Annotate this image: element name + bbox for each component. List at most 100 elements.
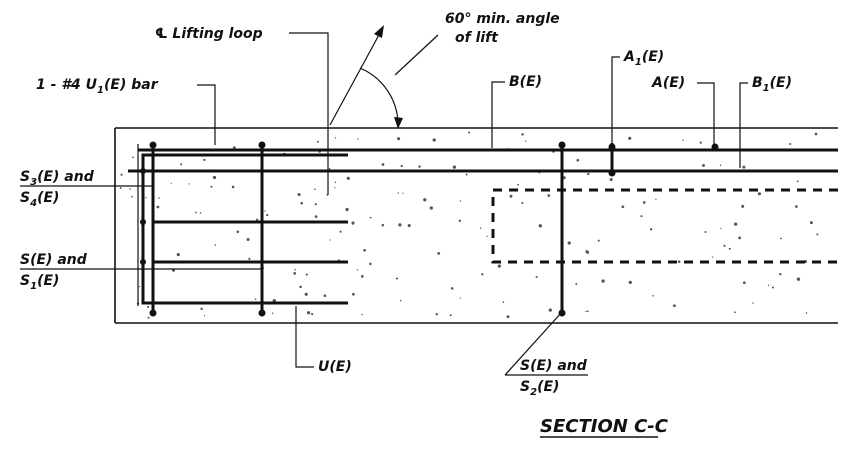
concrete-speck	[481, 273, 484, 276]
concrete-speck	[576, 158, 580, 162]
concrete-speck	[395, 277, 398, 280]
concrete-speck	[621, 205, 625, 209]
concrete-speck	[597, 239, 600, 242]
concrete-speck	[628, 136, 632, 140]
concrete-speck	[757, 192, 761, 196]
concrete-speck	[585, 250, 589, 254]
concrete-speck	[307, 311, 311, 315]
concrete-speck	[628, 280, 632, 285]
concrete-speck	[334, 187, 336, 189]
concrete-speck	[129, 188, 131, 190]
concrete-speck	[452, 165, 457, 169]
concrete-speck	[328, 167, 331, 170]
concrete-speck	[176, 253, 180, 257]
concrete-speck	[432, 138, 436, 142]
angle-label-line2: of lift	[455, 30, 499, 46]
concrete-speck	[272, 298, 276, 303]
concrete-speck	[203, 158, 206, 162]
concrete-speck	[314, 188, 316, 190]
concrete-speck	[203, 315, 206, 317]
concrete-speck	[642, 201, 646, 204]
concrete-speck	[805, 312, 808, 314]
concrete-speck	[369, 216, 372, 219]
concrete-speck	[147, 316, 150, 319]
concrete-speck	[449, 314, 452, 317]
concrete-speck	[402, 192, 404, 195]
concrete-speck	[400, 164, 403, 168]
concrete-speck	[199, 212, 202, 214]
concrete-speck	[816, 233, 819, 236]
concrete-speck	[547, 194, 551, 197]
concrete-speck	[158, 197, 160, 199]
concrete-speck	[363, 248, 366, 252]
concrete-speck	[346, 176, 350, 180]
concrete-speck	[361, 313, 363, 316]
concrete-speck	[752, 302, 754, 304]
concrete-speck	[437, 251, 441, 255]
top-longitudinal-bars	[128, 148, 838, 173]
concrete-speck	[212, 175, 217, 180]
concrete-speck	[246, 237, 250, 242]
concrete-speck	[719, 164, 722, 167]
concrete-speck	[521, 201, 524, 205]
concrete-texture	[119, 131, 819, 319]
leader-lines	[20, 32, 748, 376]
concrete-speck	[738, 236, 742, 240]
concrete-speck	[809, 221, 813, 225]
concrete-speck	[131, 195, 133, 198]
concrete-speck	[459, 297, 462, 299]
concrete-speck	[652, 295, 654, 297]
concrete-speck	[323, 294, 327, 298]
concrete-speck	[147, 305, 150, 308]
concrete-speck	[609, 177, 613, 182]
concrete-speck	[429, 206, 433, 210]
concrete-speck	[734, 311, 736, 314]
concrete-speck	[780, 237, 782, 240]
s-s1-label-line2: S1(E)	[20, 273, 59, 292]
concrete-speck	[360, 275, 364, 278]
concrete-speck	[398, 223, 402, 227]
b1-label: B1(E)	[752, 75, 792, 94]
concrete-speck	[673, 304, 676, 308]
concrete-speck	[486, 235, 488, 237]
concrete-speck	[575, 283, 578, 285]
concrete-speck	[293, 272, 297, 275]
concrete-speck	[334, 137, 337, 139]
concrete-speck	[132, 156, 134, 159]
concrete-speck	[356, 269, 359, 271]
s3-s4-label-line2: S4(E)	[20, 190, 59, 209]
concrete-speck	[779, 272, 782, 276]
a-label: A(E)	[651, 75, 685, 91]
concrete-speck	[535, 275, 538, 279]
concrete-speck	[119, 187, 122, 190]
concrete-speck	[266, 213, 269, 217]
concrete-speck	[502, 301, 505, 303]
concrete-speck	[418, 165, 421, 168]
concrete-speck	[435, 313, 438, 316]
concrete-speck	[459, 200, 462, 202]
concrete-speck	[789, 142, 792, 146]
concrete-speck	[814, 132, 818, 136]
concrete-speck	[188, 183, 190, 185]
concrete-speck	[369, 262, 372, 266]
concrete-speck	[465, 173, 468, 176]
concrete-speck	[772, 286, 774, 289]
concrete-speck	[450, 287, 454, 290]
concrete-speck	[397, 137, 401, 141]
concrete-speck	[795, 205, 798, 208]
concrete-speck	[232, 146, 236, 149]
s-s1-label-line1: S(E) and	[20, 252, 88, 268]
concrete-speck	[311, 313, 314, 316]
concrete-speck	[767, 284, 770, 287]
concrete-speck	[214, 244, 217, 246]
b-label: B(E)	[509, 74, 542, 90]
concrete-speck	[712, 256, 714, 258]
concrete-speck	[702, 163, 705, 167]
concrete-speck	[180, 163, 183, 166]
lift-angle	[329, 25, 403, 129]
section-title: SECTION C-C	[540, 416, 669, 437]
concrete-speck	[334, 181, 337, 184]
concrete-speck	[677, 260, 681, 264]
concrete-speck	[796, 277, 801, 281]
u1-bar-label: 1 - #4 U1(E) bar	[36, 77, 159, 96]
